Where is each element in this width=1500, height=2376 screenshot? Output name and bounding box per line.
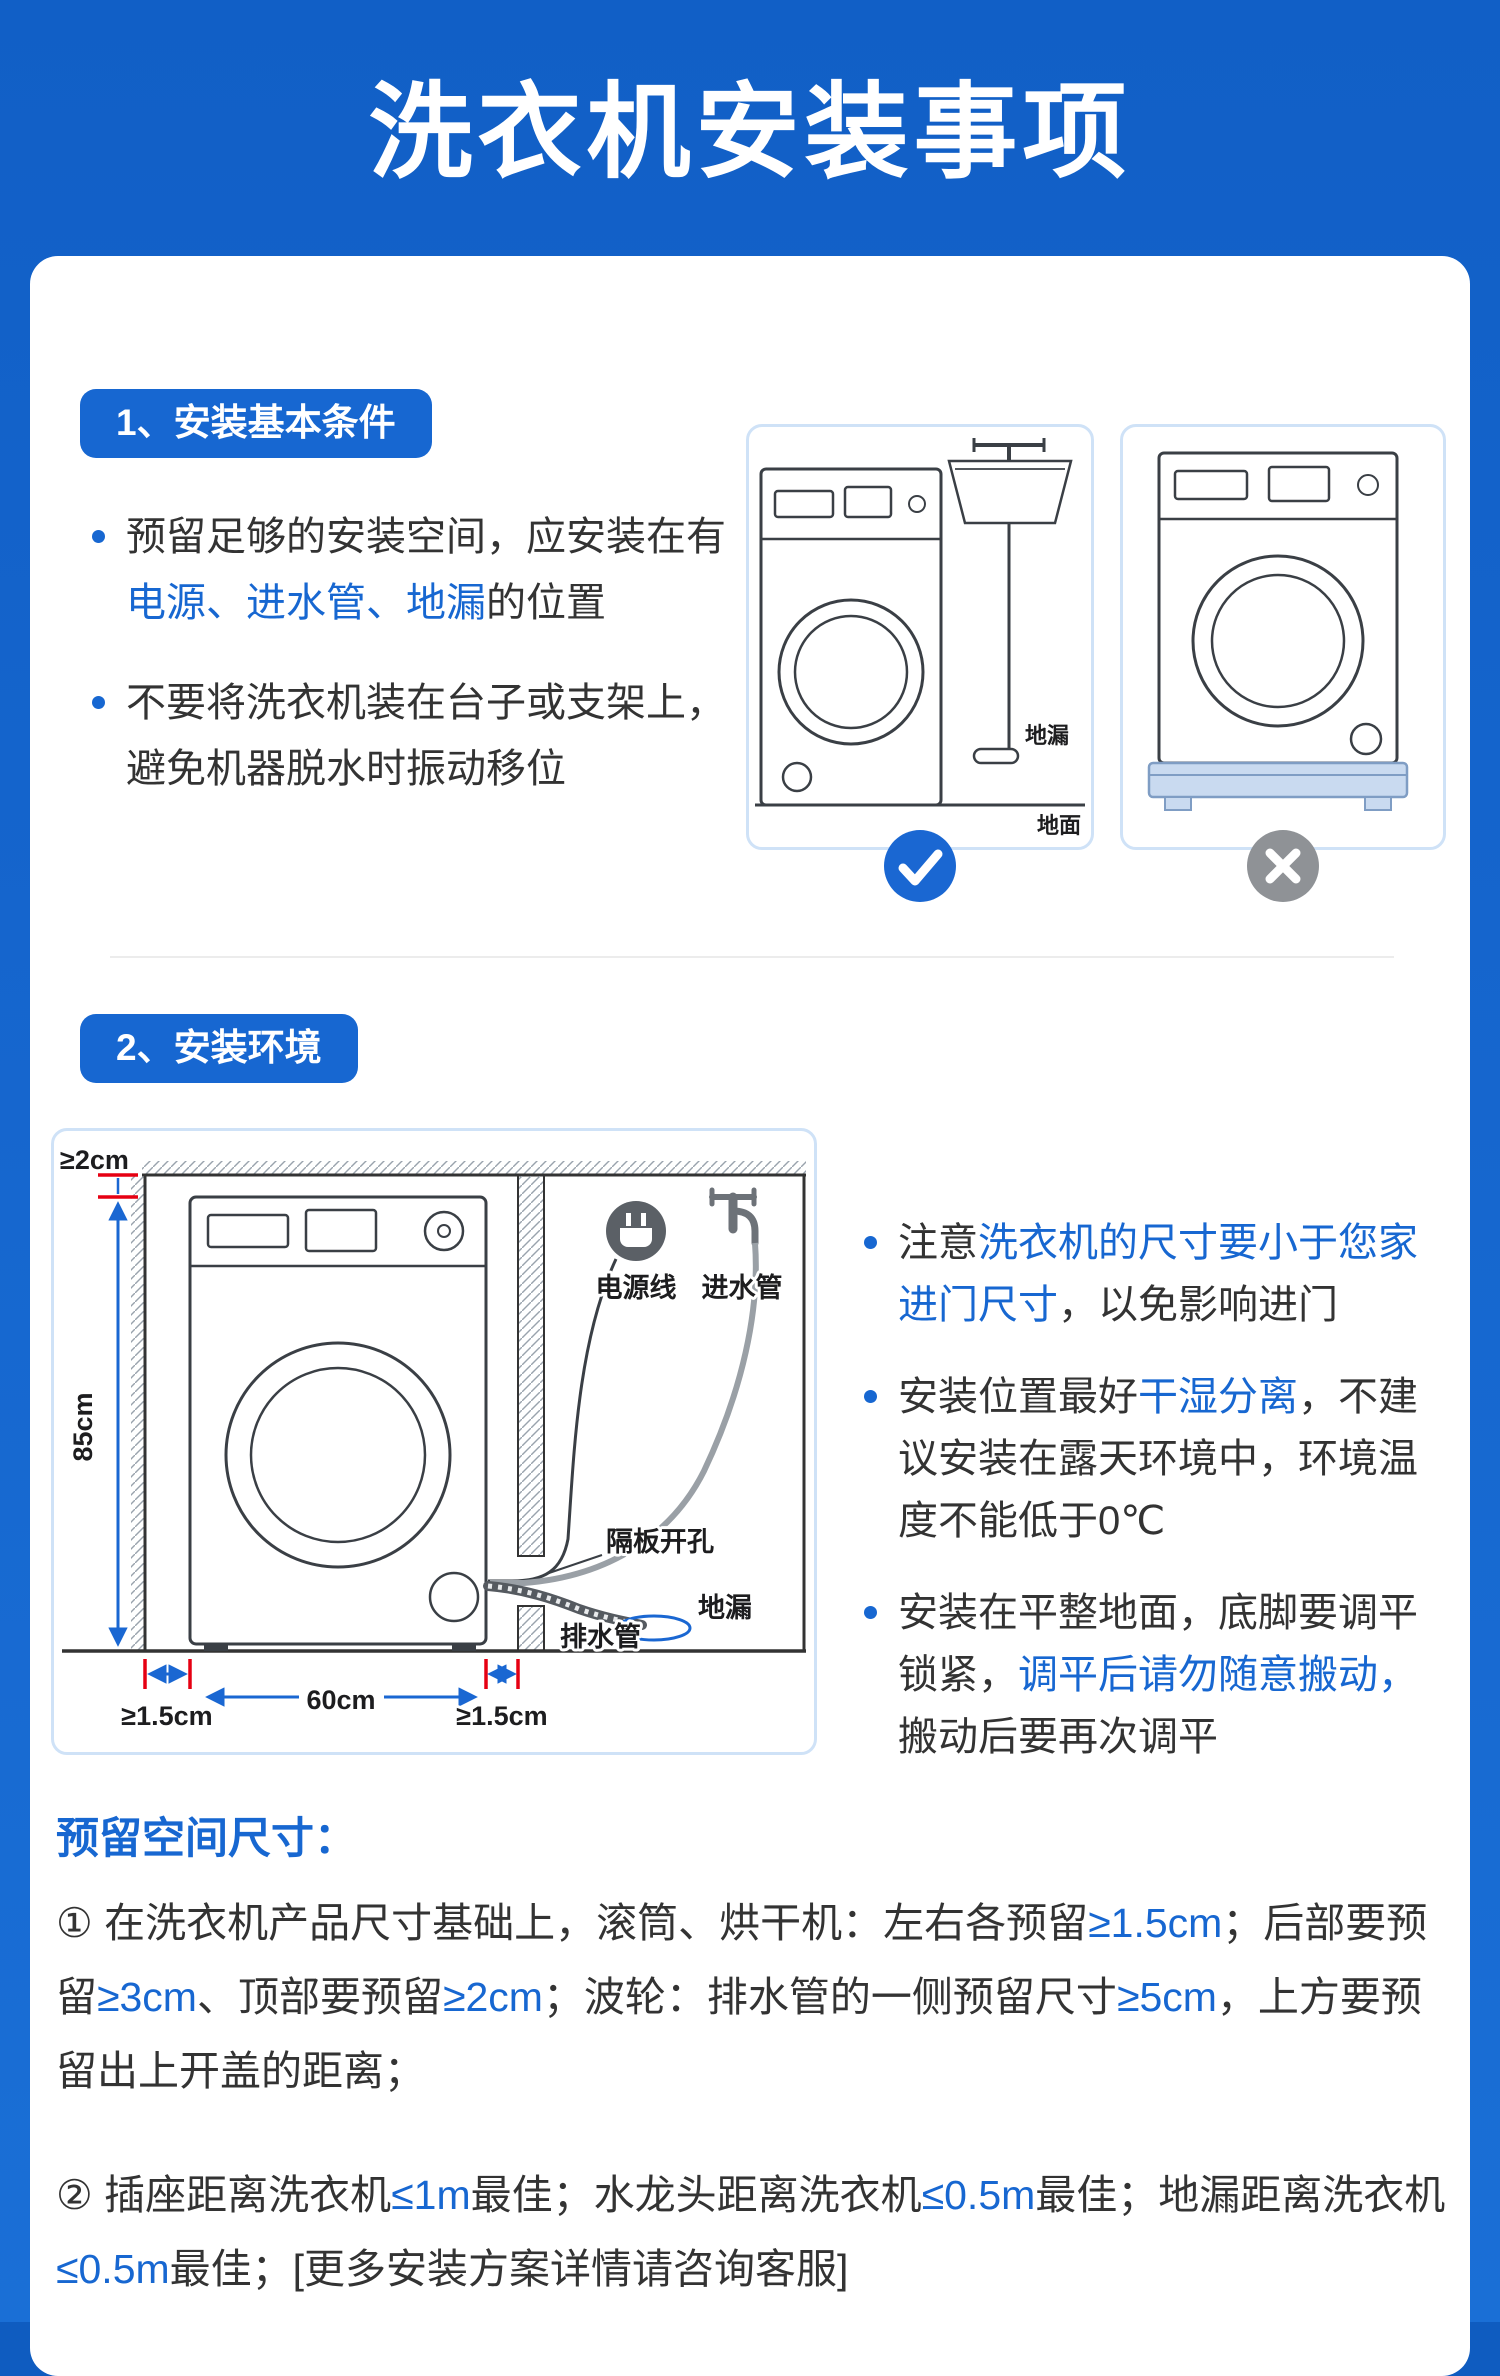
- width-label: 60cm: [306, 1685, 375, 1715]
- text-segment: ，以免影响进门: [1058, 1283, 1338, 1327]
- highlighted-text: ≥2cm: [442, 1974, 543, 2020]
- environment-diagram-svg: ≥2cm 85cm 60cm ≥1.5cm ≥1.5cm 电源线 进水管 隔板开…: [57, 1142, 806, 1734]
- sink-and-pipe-drawing: [947, 438, 1073, 765]
- inlet-hose-label: 进水管: [702, 1273, 783, 1303]
- bullet-dot-icon: [864, 1236, 877, 1249]
- text-segment: 的位置: [486, 581, 606, 625]
- highlighted-text: ≥5cm: [1116, 1974, 1217, 2020]
- washer-on-stand-illustration: [1147, 451, 1409, 811]
- text-segment: ① 在洗衣机产品尺寸基础上，滚筒、烘干机：左右各预留: [56, 1900, 1089, 1946]
- installation-environment-diagram: ≥2cm 85cm 60cm ≥1.5cm ≥1.5cm 电源线 进水管 隔板开…: [51, 1128, 817, 1755]
- drain-pipe-label: 排水管: [560, 1622, 641, 1652]
- bullet-text: 预留足够的安装空间，应安装在有电源、进水管、地漏的位置: [126, 515, 726, 625]
- drain-label: 地漏: [1025, 723, 1069, 748]
- list-item: 不要将洗衣机装在台子或支架上，避免机器脱水时振动移位: [86, 670, 746, 802]
- text-segment: 预留足够的安装空间，应安装在有: [126, 515, 726, 559]
- highlighted-text: ≤0.5m: [921, 2172, 1036, 2218]
- list-item: 安装在平整地面，底脚要调平锁紧，调平后请勿随意搬动， 搬动后要再次调平: [858, 1582, 1450, 1768]
- cross-mark-icon: [1246, 829, 1320, 903]
- text-segment: 最佳；地漏距离洗衣机: [1035, 2172, 1446, 2218]
- washer-with-drain-illustration: 地漏 地面: [755, 438, 1085, 841]
- text-segment: 注意: [898, 1221, 978, 1265]
- highlighted-text: ≥3cm: [97, 1974, 197, 2020]
- bullet-text: 安装在平整地面，底脚要调平锁紧，调平后请勿随意搬动， 搬动后要再次调平: [898, 1591, 1418, 1759]
- highlighted-text: ≤0.5m: [56, 2246, 170, 2292]
- washing-machine-drawing: [188, 1195, 488, 1651]
- text-segment: 搬动后要再次调平: [898, 1715, 1218, 1759]
- walls-and-floor: [62, 1161, 806, 1653]
- list-item: 预留足够的安装空间，应安装在有电源、进水管、地漏的位置: [86, 504, 746, 636]
- stand-drawing: [1147, 761, 1409, 811]
- bullet-dot-icon: [864, 1390, 877, 1403]
- list-item: 安装位置最好干湿分离，不建议安装在露天环境中，环境温度不能低于0℃: [858, 1366, 1450, 1552]
- text-segment: ，不建议安装在露天环境中，环境温度不能低于0℃: [898, 1375, 1418, 1543]
- washing-machine-drawing: [759, 467, 943, 807]
- section1-badge: 1、安装基本条件: [80, 389, 432, 458]
- text-segment: 最佳；水龙头距离洗衣机: [470, 2172, 922, 2218]
- text-segment: 、顶部要预留: [196, 1974, 443, 2020]
- check-mark-icon: [883, 829, 957, 903]
- highlighted-text: 干湿分离: [1138, 1375, 1298, 1419]
- bullet-dot-icon: [92, 696, 105, 709]
- highlighted-text: 电源、进水管、地漏: [126, 581, 486, 625]
- section2-bullet-list: 注意洗衣机的尺寸要小于您家进门尺寸，以免影响进门 安装位置最好干湿分离，不建议安…: [858, 1212, 1450, 1768]
- footer-paragraph-1: ① 在洗衣机产品尺寸基础上，滚筒、烘干机：左右各预留≥1.5cm；后部要预留≥3…: [56, 1886, 1462, 2108]
- footer-heading: 预留空间尺寸：: [56, 1815, 357, 1863]
- right-clearance-label: ≥1.5cm: [456, 1701, 547, 1731]
- bullet-dot-icon: [864, 1606, 877, 1619]
- text-segment: 安装在平整地面，底脚要调平锁紧，: [898, 1591, 1418, 1697]
- bullet-text: 注意洗衣机的尺寸要小于您家进门尺寸，以免影响进门: [898, 1221, 1418, 1327]
- floor-drain-label: 地漏: [698, 1593, 752, 1623]
- bullet-text: 安装位置最好干湿分离，不建议安装在露天环境中，环境温度不能低于0℃: [898, 1375, 1418, 1543]
- text-segment: 最佳；[更多安装方案详情请咨询客服]: [169, 2246, 849, 2292]
- content-card: 1、安装基本条件 预留足够的安装空间，应安装在有电源、进水管、地漏的位置 不要将…: [30, 256, 1470, 2376]
- power-outlet-icon: [606, 1201, 666, 1261]
- power-cord-label: 电源线: [596, 1273, 677, 1303]
- highlighted-text: ≥1.5cm: [1088, 1900, 1223, 1946]
- figure-wrong-installation: [1120, 424, 1446, 902]
- ground-label: 地面: [1037, 813, 1081, 838]
- washing-machine-drawing: [1157, 451, 1399, 765]
- section-divider: [110, 956, 1394, 958]
- bullet-dot-icon: [92, 530, 105, 543]
- measurements: [98, 1173, 520, 1707]
- text-segment: 不要将洗衣机装在台子或支架上，避免机器脱水时振动移位: [126, 681, 726, 791]
- figure-correct-installation: 地漏 地面: [746, 424, 1094, 902]
- floor-drain-oval: [616, 1614, 692, 1642]
- highlighted-text: ≤1m: [391, 2172, 471, 2218]
- highlighted-text: 洗衣机的尺寸要小于您家进门尺寸: [898, 1221, 1418, 1327]
- top-clearance-label: ≥2cm: [60, 1145, 129, 1175]
- footer-paragraph-2: ② 插座距离洗衣机≤1m最佳；水龙头距离洗衣机≤0.5m最佳；地漏距离洗衣机≤0…: [56, 2158, 1462, 2306]
- faucet-icon: [709, 1187, 759, 1247]
- left-clearance-label: ≥1.5cm: [121, 1701, 212, 1731]
- bullet-text: 不要将洗衣机装在台子或支架上，避免机器脱水时振动移位: [126, 681, 726, 791]
- section2-badge: 2、安装环境: [80, 1014, 358, 1083]
- text-segment: 安装位置最好: [898, 1375, 1138, 1419]
- list-item: 注意洗衣机的尺寸要小于您家进门尺寸，以免影响进门: [858, 1212, 1450, 1336]
- text-segment: ；波轮：排水管的一侧预留尺寸: [542, 1974, 1117, 2020]
- panel-hole-label: 隔板开孔: [606, 1527, 714, 1557]
- text-segment: ② 插座距离洗衣机: [56, 2172, 392, 2218]
- page-title: 洗衣机安装事项: [368, 75, 1132, 191]
- text-segment: ，上方要预留出上开盖的距离；: [56, 1974, 1422, 2094]
- height-label: 85cm: [68, 1392, 98, 1461]
- text-segment: ；后部要预留: [56, 1900, 1428, 2020]
- section1-bullet-list: 预留足够的安装空间，应安装在有电源、进水管、地漏的位置 不要将洗衣机装在台子或支…: [86, 504, 746, 802]
- panel-hole-leader-line: [548, 1554, 603, 1574]
- highlighted-text: 调平后请勿随意搬动，: [1018, 1653, 1418, 1697]
